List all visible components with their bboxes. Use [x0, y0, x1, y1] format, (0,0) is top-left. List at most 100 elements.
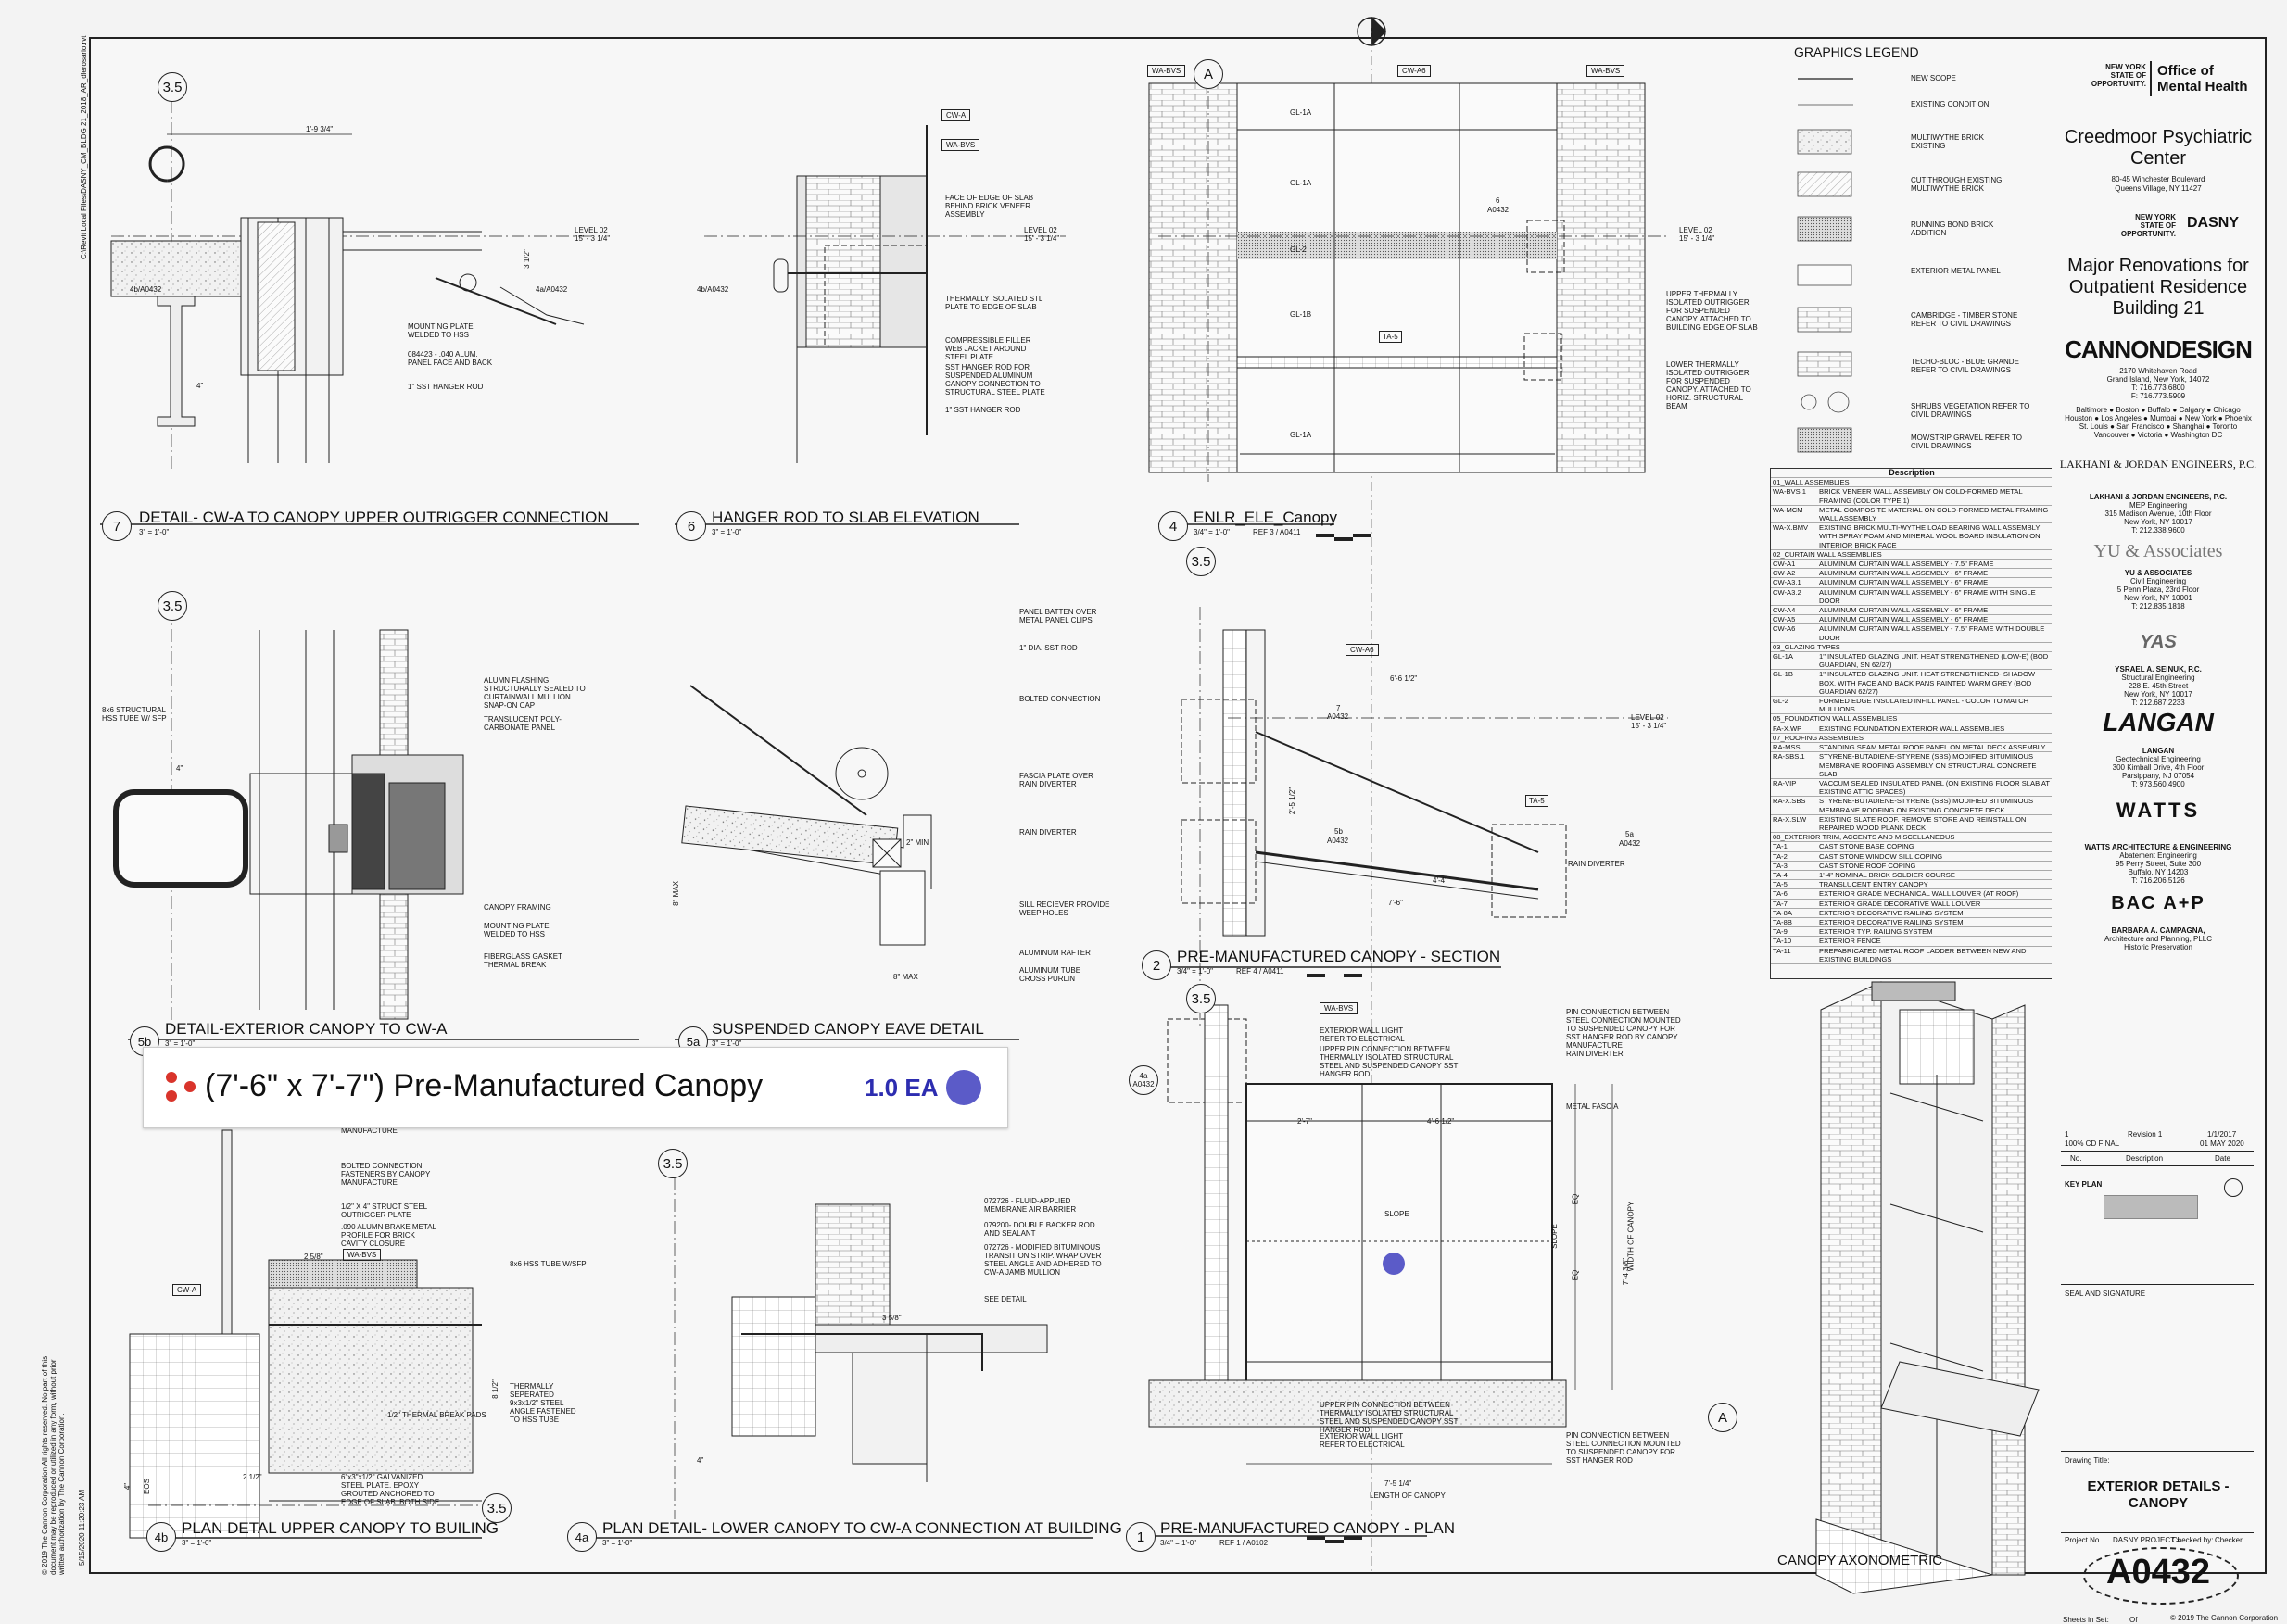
detail-2-linework — [1181, 607, 1668, 1028]
note: .090 ALUMN BRAKE METAL PROFILE FOR BRICK… — [341, 1223, 436, 1248]
note: ALUMINUM TUBE CROSS PURLIN — [1019, 966, 1081, 983]
axonometric-linework — [1815, 981, 2040, 1594]
dim: 3 1/2" — [522, 249, 531, 269]
detail-title-5a: SUSPENDED CANOPY EAVE DETAIL — [712, 1020, 984, 1038]
description-code: CW-A3.1 — [1773, 578, 1801, 587]
revision-number: 1 — [2065, 1130, 2069, 1139]
note: SILL RECIEVER PROVIDE WEEP HOLES — [1019, 900, 1110, 917]
note: 079200- DOUBLE BACKER ROD AND SEALANT — [984, 1221, 1095, 1238]
detail-number-6: 6 — [676, 511, 706, 541]
dim: 2" MIN — [906, 838, 929, 847]
note: UPPER PIN CONNECTION BETWEEN THERMALLY I… — [1320, 1045, 1459, 1078]
graphics-legend: GRAPHICS LEGEND NEW SCOPE EXISTING CONDI… — [1770, 37, 2052, 463]
quantity-dot-icon[interactable] — [946, 1070, 981, 1105]
glazing-tag: GL-1B — [1290, 310, 1312, 319]
note: COMPRESSIBLE FILLER WEB JACKET AROUND ST… — [945, 336, 1031, 361]
description-text: METAL COMPOSITE MATERIAL ON COLD-FORMED … — [1819, 505, 2049, 523]
description-text: CAST STONE WINDOW SILL COPING — [1819, 851, 1943, 861]
note: SEE DETAIL — [984, 1295, 1027, 1303]
architect-address: 2170 Whitehaven Road Grand Island, New Y… — [2106, 367, 2210, 400]
architect-cities: Baltimore ● Boston ● Buffalo ● Calgary ●… — [2065, 406, 2252, 439]
divider — [2061, 1284, 2254, 1285]
detail-scale-5a: 3" = 1'-0" — [712, 1039, 742, 1048]
dim: EOS — [142, 1479, 151, 1494]
title-underlines — [100, 523, 1501, 1539]
legend-swatches — [1797, 78, 1853, 453]
consultant-addr: 228 E. 45th Street New York, NY 10017 T:… — [2124, 682, 2192, 707]
callout-ref: A0432 — [1487, 206, 1510, 214]
note: 084423 - .040 ALUM. PANEL FACE AND BACK — [408, 350, 493, 367]
dim: 4" — [697, 1456, 704, 1465]
level-label: LEVEL 02 — [1679, 226, 1712, 234]
detail-ref-4: REF 3 / A0411 — [1253, 528, 1301, 536]
tag: TA-5 — [1379, 331, 1402, 343]
consultant-role: Architecture and Planning, PLLC Historic… — [2104, 935, 2213, 951]
project-no-label: Project No. — [2065, 1536, 2102, 1544]
detail-scale-5b: 3" = 1'-0" — [165, 1039, 196, 1048]
tag: CW-A — [172, 1284, 202, 1296]
description-text: ALUMINUM CURTAIN WALL ASSEMBLY - 6" FRAM… — [1819, 569, 1989, 578]
description-row: 02_CURTAIN WALL ASSEMBLIES — [1771, 550, 2053, 560]
description-header: Description — [1771, 468, 2053, 479]
description-code: TA-4 — [1773, 870, 1788, 879]
description-text: PREFABRICATED METAL ROOF LADDER BETWEEN … — [1819, 946, 2027, 963]
project-address-2: Queens Village, NY 11427 — [2115, 184, 2202, 193]
note: 6"x3"x1/2" GALVANIZED STEEL PLATE. EPOXY… — [341, 1473, 440, 1506]
callout: 4a/A0432 — [536, 285, 568, 294]
note: 1/2" THERMAL BREAK PADS — [387, 1411, 486, 1419]
note: 8x6 HSS TUBE W/SFP — [510, 1260, 587, 1268]
sheets-in-set-label: Sheets in Set: — [2063, 1616, 2109, 1624]
detail-5a-linework — [681, 685, 932, 946]
description-text: EXISTING SLATE ROOF. REMOVE STORE AND RE… — [1819, 814, 2027, 832]
banner-qty: 1.0 EA — [865, 1074, 939, 1102]
description-code: GL-1A — [1773, 652, 1793, 661]
selection-marker-icon[interactable] — [1383, 1253, 1405, 1275]
takeoff-banner[interactable]: (7'-6" x 7'-7") Pre-Manufactured Canopy … — [143, 1047, 1008, 1128]
note: 1" DIA. SST ROD — [1019, 644, 1078, 652]
dim: 7'-6" — [1388, 899, 1403, 907]
tag: WA-BVS — [1586, 65, 1625, 77]
description-code: RA-X.SLW — [1773, 814, 1807, 824]
detail-scale-4a: 3" = 1'-0" — [602, 1539, 633, 1547]
seal-label: SEAL AND SIGNATURE — [2065, 1290, 2146, 1298]
banner-text: (7'-6" x 7'-7") Pre-Manufactured Canopy — [205, 1068, 764, 1103]
description-code: TA-11 — [1773, 946, 1791, 955]
note: CANOPY FRAMING — [484, 903, 551, 912]
detail-number-4a: 4a — [567, 1522, 597, 1552]
description-text: CAST STONE BASE COPING — [1819, 842, 1914, 851]
callout-ref: A0432 — [1327, 837, 1349, 845]
grid-bubble: 3.5 — [482, 1493, 512, 1523]
note: MOUNTING PLATE WELDED TO HSS — [484, 922, 550, 938]
detail-title-6: HANGER ROD TO SLAB ELEVATION — [712, 509, 979, 526]
description-row: RA-X.SLW EXISTING SLATE ROOF. REMOVE STOR… — [1771, 814, 2053, 834]
note: BOLTED CONNECTION FASTENERS BY CANOPY MA… — [341, 1162, 431, 1187]
description-code: 01_WALL ASSEMBLIES — [1773, 478, 1850, 487]
detail-scale-1: 3/4" = 1'-0" — [1160, 1539, 1197, 1547]
ny-state-logo-2: NEW YORK STATE OF OPPORTUNITY. — [2120, 213, 2176, 238]
tag-cw-a: CW-A — [941, 109, 971, 121]
description-code: RA-MSS — [1773, 743, 1801, 752]
callout-num: 5a — [1625, 830, 1634, 838]
description-text: ALUMINUM CURTAIN WALL ASSEMBLY - 6" FRAM… — [1819, 606, 1989, 615]
revision-date-2: 01 MAY 2020 — [2200, 1139, 2244, 1148]
description-code: TA-9 — [1773, 927, 1788, 937]
description-text: STYRENE-BUTADIENE-STYRENE (SBS) MODIFIED… — [1819, 797, 2034, 814]
detail-scale-7: 3" = 1'-0" — [139, 528, 170, 536]
note: FACE OF EDGE OF SLAB BEHIND BRICK VENEER… — [945, 194, 1034, 219]
description-code: TA-3 — [1773, 861, 1788, 870]
detail-title-1: PRE-MANUFACTURED CANOPY - PLAN — [1160, 1519, 1456, 1537]
legend-title: GRAPHICS LEGEND — [1794, 44, 1919, 59]
checked-by-label: Checked by: — [2172, 1536, 2214, 1544]
note: RAIN DIVERTER — [1566, 1050, 1624, 1058]
note: BOLTED CONNECTION — [1019, 695, 1101, 703]
